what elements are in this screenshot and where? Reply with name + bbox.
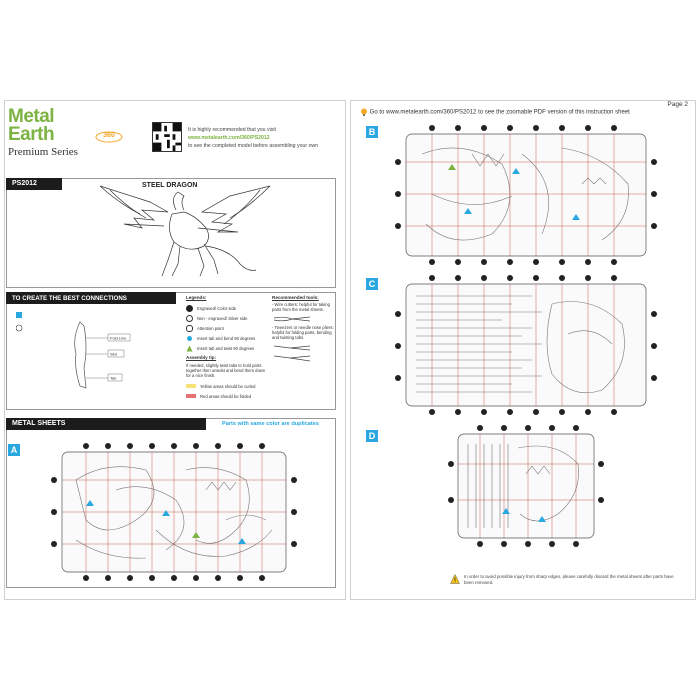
legend-item: Non - engraved/ Silver side — [186, 313, 268, 323]
dragon-illustration — [99, 185, 271, 277]
legend-item: Insert tab and twist 90 degrees — [186, 343, 268, 353]
metal-sheets-heading-bar: METAL SHEETS — [6, 418, 206, 430]
duplicate-parts-note: Parts with same color are duplicates — [222, 421, 319, 427]
green-triangle-icon — [186, 345, 193, 351]
sheet-letter-c: C — [366, 278, 378, 290]
blue-dot-icon — [187, 335, 192, 341]
legend-text: Non - engraved/ Silver side — [197, 315, 248, 321]
warning-icon — [450, 574, 460, 584]
wire-cutter-icon — [273, 316, 311, 322]
legend-item: Yellow areas should be curled — [186, 381, 268, 391]
qr-code-icon[interactable] — [152, 122, 182, 152]
assembly-tip: If needed, slightly twist tabs to hold p… — [186, 363, 266, 378]
legend-item: Insert tab and bend 90 degrees — [186, 333, 268, 343]
warning-text: In order to avoid possible injury from s… — [464, 574, 674, 585]
pdf-link-prefix: Go to — [369, 109, 387, 116]
sheet-letter-d: D — [366, 430, 378, 442]
legend-text: Engraved/ Color side — [197, 305, 237, 311]
metal-earth-logo: Metal Earth Premium Series — [8, 106, 92, 158]
page-number: Page 2 — [667, 101, 688, 108]
red-swatch — [186, 394, 196, 398]
non-engraved-silver-side-icon — [186, 314, 193, 322]
logo-line-1: Metal — [8, 106, 55, 127]
legend-item: Red areas should be folded — [186, 391, 268, 401]
visit-text-1: It is highly recommended that you visit — [188, 127, 276, 133]
visit-recommendation: It is highly recommended that you visit … — [188, 126, 338, 150]
pdf-link-suffix: to see the zoomable PDF version of this … — [476, 109, 630, 116]
yellow-swatch — [186, 384, 196, 388]
sheet-letter-b: B — [366, 126, 378, 138]
visit-text-2: to see the completed model before assemb… — [188, 143, 319, 149]
metal-sheet-d — [448, 425, 604, 547]
tools-note: - Wire cutters: helpful for taking parts… — [272, 302, 330, 312]
label-fold-line: Fold Line — [110, 336, 127, 341]
safety-warning: In order to avoid possible injury from s… — [450, 574, 680, 586]
legend-panel: Legends: Engraved/ Color side Non - engr… — [186, 295, 268, 401]
legend-title: Legends: — [186, 295, 207, 300]
legend-text: Insert tab and bend 90 degrees — [197, 335, 256, 341]
attention-point-icon — [186, 324, 193, 332]
yellow-note: Yellow areas should be curled — [200, 383, 256, 389]
legend-text: Attention point — [197, 325, 224, 331]
sheet-marker-icon — [16, 312, 22, 318]
badge-360-icon: 360 — [95, 131, 123, 143]
pdf-link-url[interactable]: www.metalearth.com/360/PS2012 — [386, 109, 477, 116]
step-marker-icon — [16, 324, 23, 332]
fold-tab-diagram: Fold Line Slot Tab — [16, 312, 131, 389]
assembly-tip-title: Assembly tip: — [186, 355, 217, 360]
metal-sheets-heading: METAL SHEETS — [12, 420, 66, 427]
tools-panel: Recommended tools: - Wire cutters: helpf… — [272, 295, 334, 365]
connections-heading: TO CREATE THE BEST CONNECTIONS — [12, 294, 127, 302]
metal-sheet-c — [395, 275, 657, 415]
model-title: STEEL DRAGON — [142, 182, 198, 189]
pliers-icon — [273, 345, 311, 362]
logo-subtitle: Premium Series — [8, 146, 78, 158]
engraved-color-side-icon — [186, 304, 193, 312]
model-code-bar: PS2012 — [6, 178, 62, 190]
tools-title: Recommended tools: — [272, 295, 319, 300]
sheet-letter-a: A — [8, 444, 20, 456]
red-note: Red areas should be folded — [200, 393, 252, 399]
badge-360-text: 360 — [103, 132, 115, 139]
label-tab: Tab — [110, 376, 117, 381]
visit-url-link[interactable]: www.metalearth.com/360/PS2012 — [188, 135, 270, 141]
metal-sheet-a — [51, 443, 297, 581]
legend-item: Engraved/ Color side — [186, 303, 268, 313]
legend-text: Insert tab and twist 90 degrees — [197, 345, 255, 351]
logo-line-2: Earth — [8, 124, 55, 145]
label-slot: Slot — [110, 352, 118, 357]
legend-item: Attention point — [186, 323, 268, 333]
metal-sheet-b — [395, 125, 657, 265]
connections-heading-bar: TO CREATE THE BEST CONNECTIONS — [6, 292, 176, 304]
model-code: PS2012 — [12, 180, 37, 187]
pdf-link-banner: Go to www.metalearth.com/360/PS2012 to s… — [360, 108, 690, 116]
tools-note: - Tweezers or needle nose pliers: helpfu… — [272, 325, 334, 340]
model-preview-box — [6, 178, 336, 288]
lightbulb-icon — [361, 108, 367, 116]
